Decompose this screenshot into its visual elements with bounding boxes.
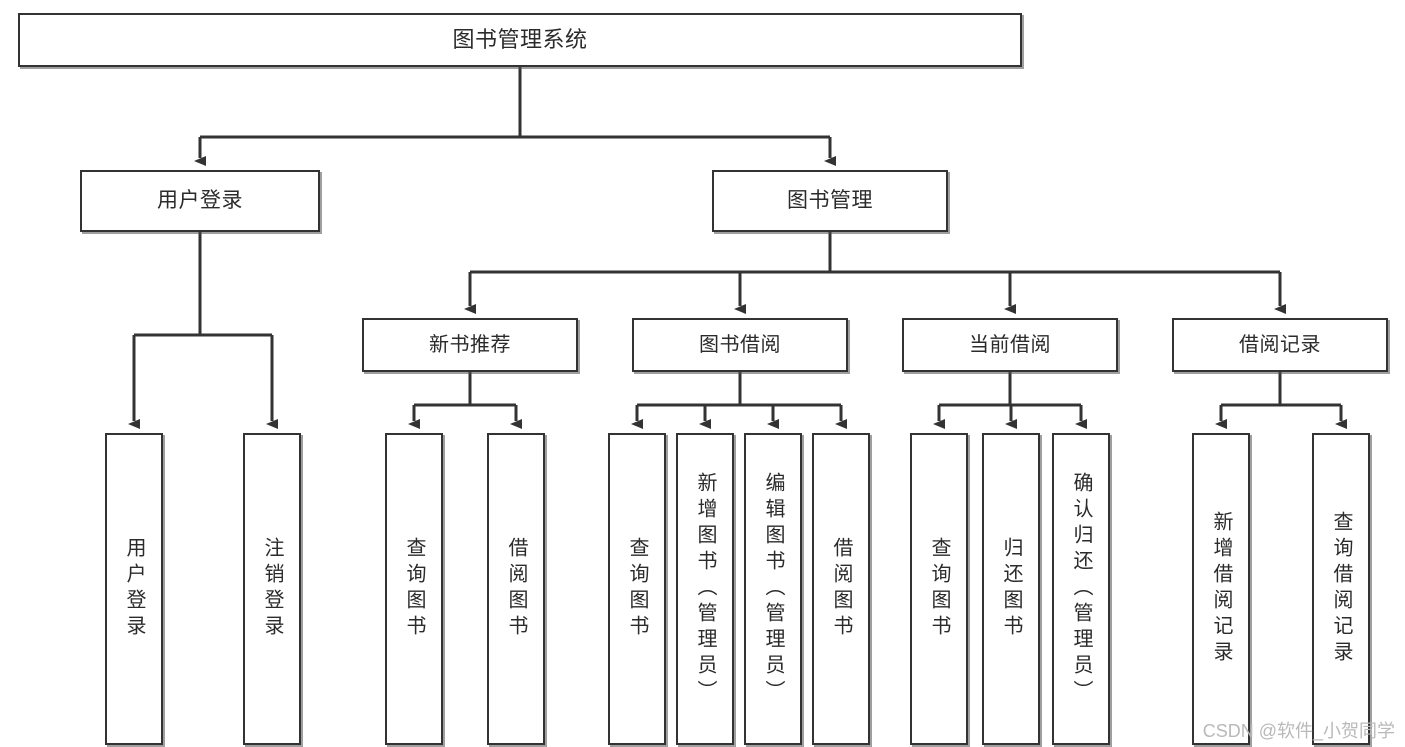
node-new-book-recommendation[interactable]: 新书推荐: [362, 318, 578, 372]
node-label: 图书管理: [787, 188, 873, 212]
node-borrowing-record[interactable]: 借阅记录: [1172, 318, 1388, 372]
leaf-add-book-admin[interactable]: 新增图书（管理员）: [676, 433, 734, 745]
node-label: 借阅记录: [1239, 333, 1321, 356]
leaf-query-borrow-record[interactable]: 查询借阅记录: [1312, 433, 1370, 745]
node-label: 用户登录: [123, 537, 145, 641]
leaf-edit-book-admin[interactable]: 编辑图书（管理员）: [744, 433, 802, 745]
leaf-user-login[interactable]: 用户登录: [105, 433, 163, 745]
node-label: 图书借阅: [699, 333, 781, 356]
node-label: 新增图书（管理员）: [694, 472, 716, 706]
node-user-login[interactable]: 用户登录: [80, 170, 320, 232]
leaf-add-borrow-record[interactable]: 新增借阅记录: [1192, 433, 1250, 745]
leaf-confirm-return-admin[interactable]: 确认归还（管理员）: [1052, 433, 1110, 745]
node-label: 查询借阅记录: [1330, 511, 1352, 667]
node-label: 编辑图书（管理员）: [762, 472, 784, 706]
node-label: 借阅图书: [830, 537, 852, 641]
node-label: 用户登录: [157, 188, 243, 212]
node-label: 新书推荐: [429, 333, 511, 356]
leaf-query-book-current[interactable]: 查询图书: [910, 433, 968, 745]
leaf-borrow-book-rec[interactable]: 借阅图书: [487, 433, 545, 745]
leaf-logout-login[interactable]: 注销登录: [243, 433, 301, 745]
node-label: 确认归还（管理员）: [1070, 472, 1092, 706]
node-label: 查询图书: [403, 537, 425, 641]
node-label: 当前借阅: [969, 333, 1051, 356]
node-current-borrowing[interactable]: 当前借阅: [902, 318, 1118, 372]
node-label: 查询图书: [928, 537, 950, 641]
node-book-management[interactable]: 图书管理: [712, 170, 948, 232]
node-label: 图书管理系统: [452, 27, 588, 53]
watermark-text: CSDN @软件_小贺同学: [1202, 721, 1395, 741]
node-label: 新增借阅记录: [1210, 511, 1232, 667]
leaf-query-book-borrow[interactable]: 查询图书: [608, 433, 666, 745]
node-label: 查询图书: [626, 537, 648, 641]
node-label: 注销登录: [261, 537, 283, 641]
node-book-borrowing[interactable]: 图书借阅: [632, 318, 848, 372]
node-book-management-system[interactable]: 图书管理系统: [18, 13, 1022, 67]
node-label: 借阅图书: [505, 537, 527, 641]
leaf-borrow-book[interactable]: 借阅图书: [812, 433, 870, 745]
node-label: 归还图书: [1000, 537, 1022, 641]
leaf-query-book-rec[interactable]: 查询图书: [385, 433, 443, 745]
leaf-return-book[interactable]: 归还图书: [982, 433, 1040, 745]
